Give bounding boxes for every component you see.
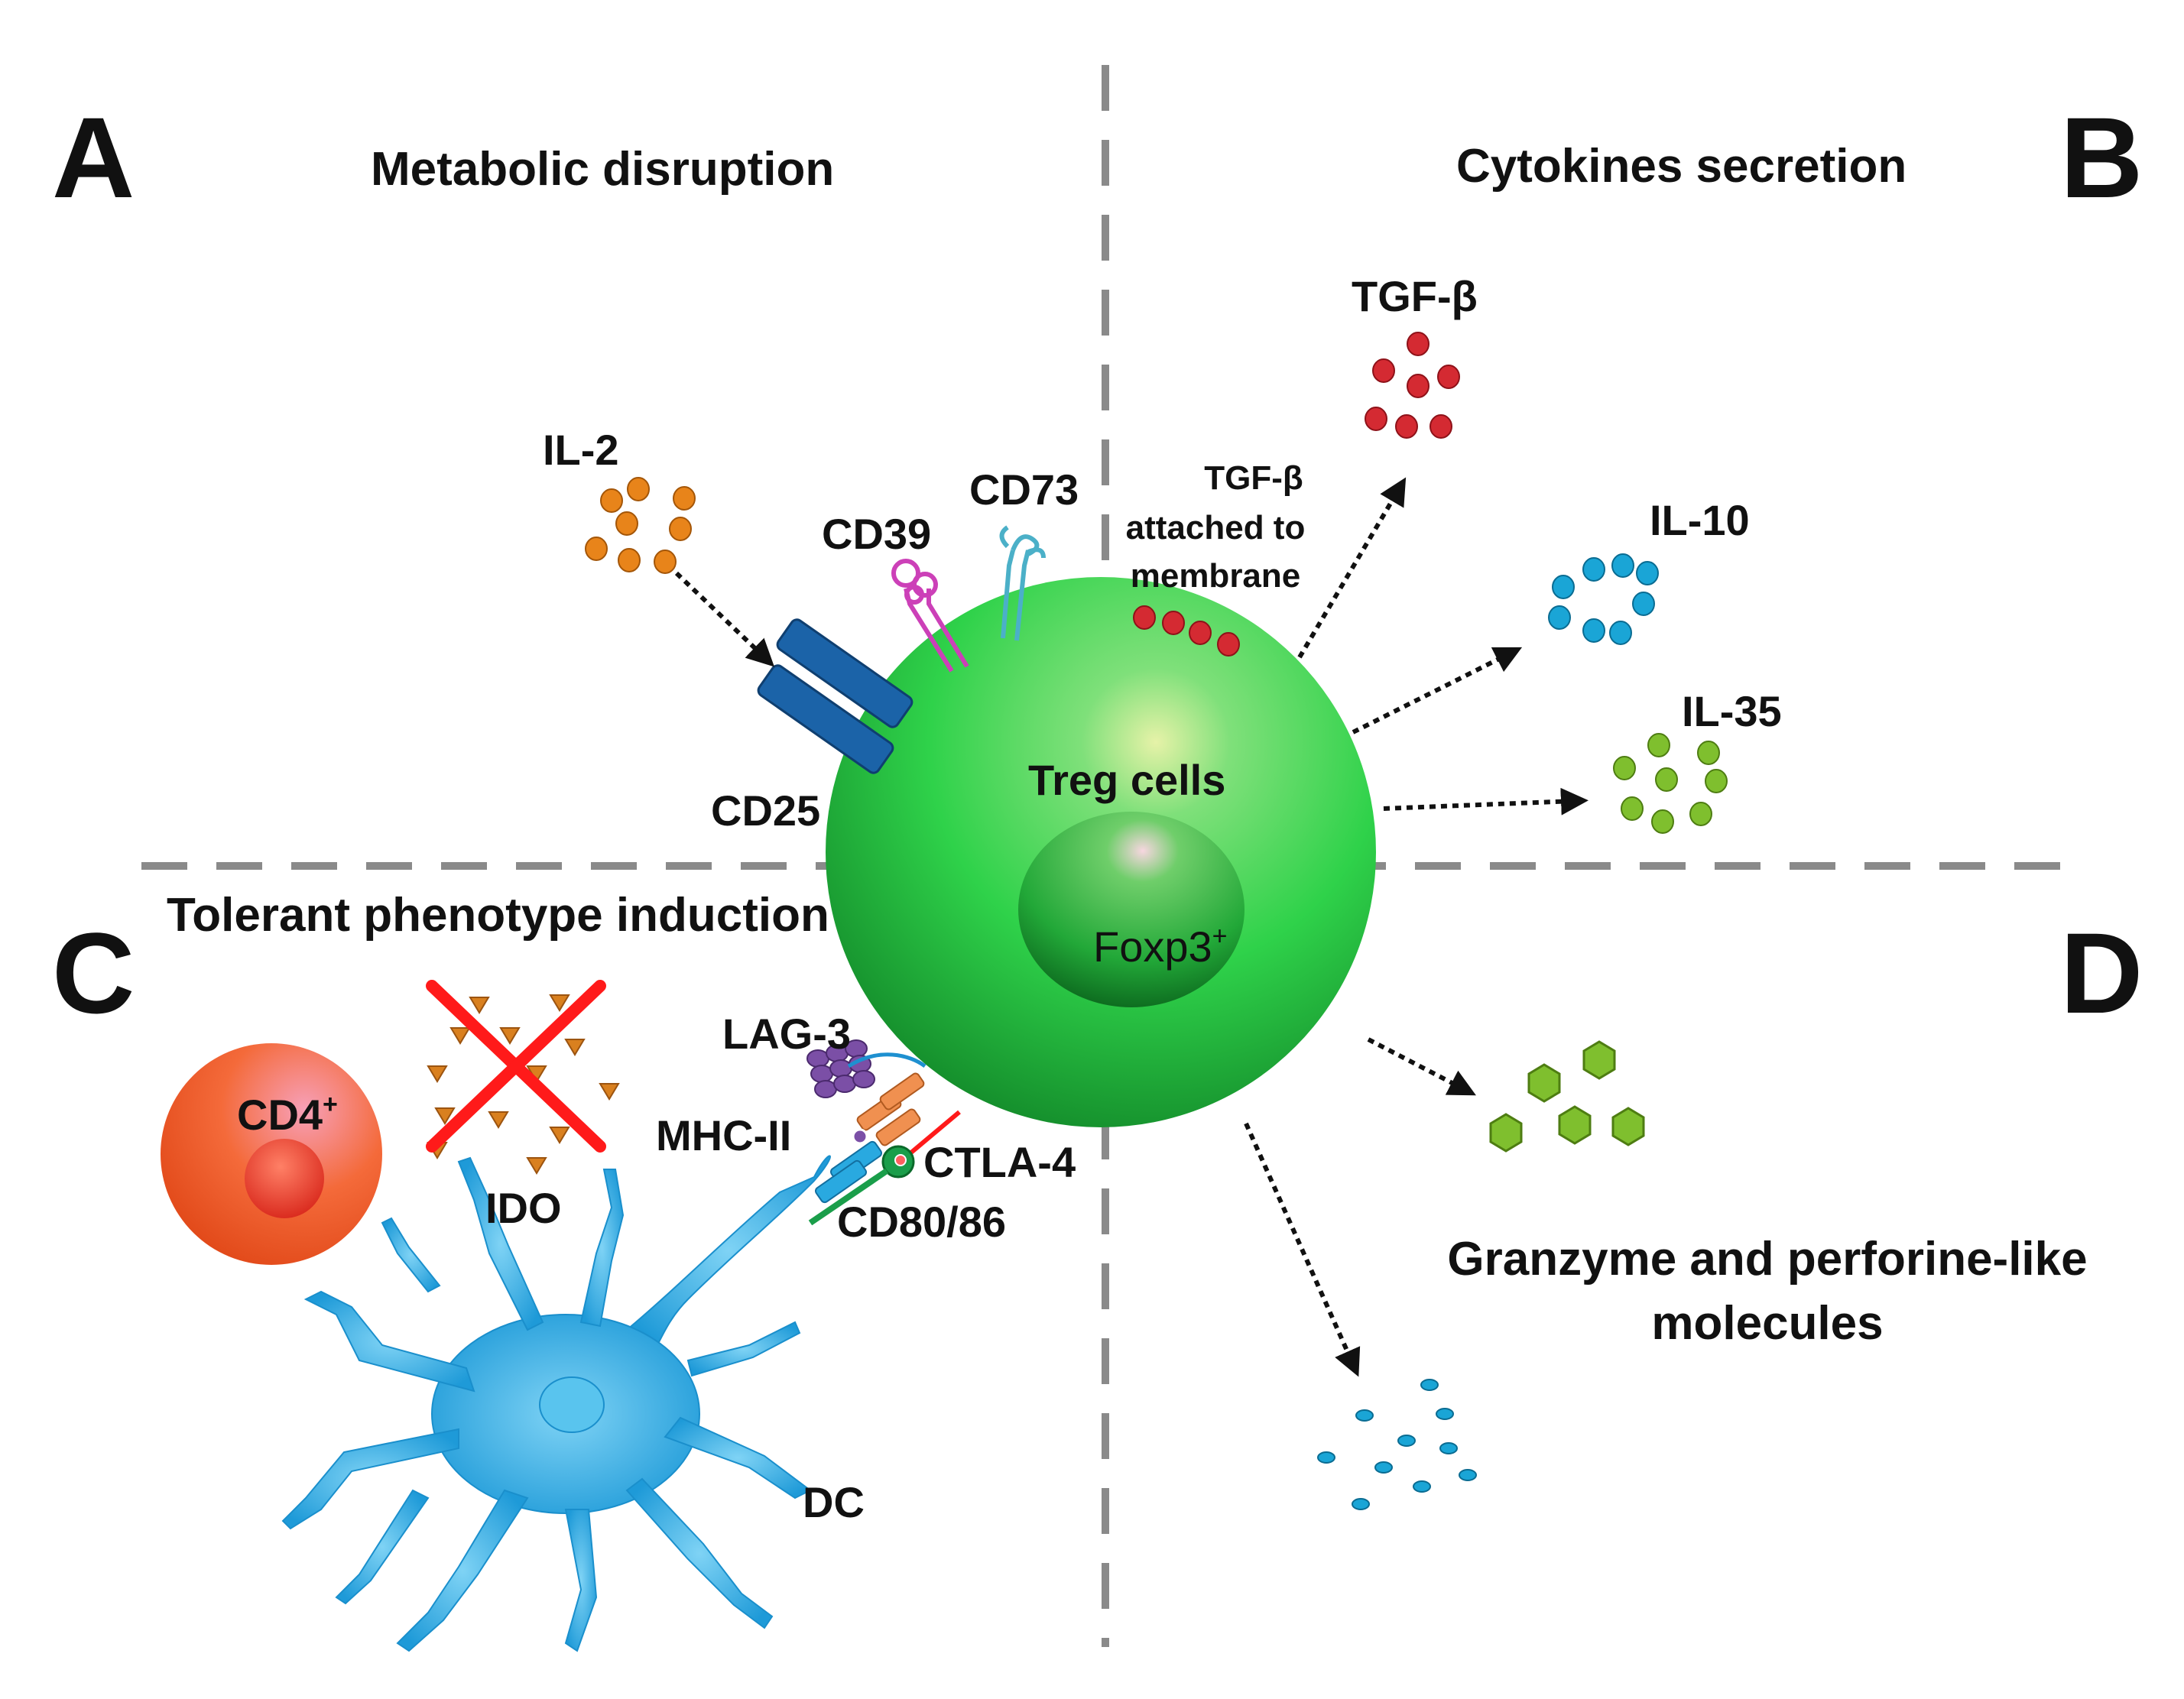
il2-label: IL-2 bbox=[543, 426, 619, 474]
il2-arrow bbox=[674, 571, 775, 667]
tgfb-membrane-label-line3: membrane bbox=[1131, 557, 1301, 595]
dendritic-cell bbox=[281, 1155, 831, 1652]
cd4-cell: CD4+ bbox=[161, 1043, 382, 1265]
cd8086-label: CD80/86 bbox=[837, 1198, 1006, 1246]
il35-arrow bbox=[1383, 787, 1589, 815]
mhc2-peptide bbox=[852, 1128, 868, 1145]
il10-molecules bbox=[1548, 553, 1659, 645]
panel-letter-d: D bbox=[2060, 909, 2143, 1037]
secretion-arrows bbox=[674, 477, 1589, 1377]
panel-letter-b: B bbox=[2060, 93, 2143, 222]
panel-d-title-line1: Granzyme and perforine-like bbox=[1447, 1233, 2087, 1286]
cd4-label: CD4+ bbox=[237, 1090, 338, 1139]
ctla4-stem bbox=[901, 1110, 961, 1162]
cd39-receptor bbox=[891, 559, 969, 673]
dc-label: DC bbox=[803, 1478, 865, 1526]
il2-molecules bbox=[585, 477, 696, 574]
synapse-receptors bbox=[806, 1039, 961, 1226]
cd8086-stem bbox=[808, 1168, 889, 1226]
mhc2-label: MHC-II bbox=[656, 1111, 791, 1159]
panel-c-title: Tolerant phenotype induction bbox=[167, 889, 829, 942]
cd73-label: CD73 bbox=[969, 465, 1079, 514]
panel-a-title: Metabolic disruption bbox=[371, 143, 834, 196]
tgfb-arrow bbox=[1297, 477, 1407, 659]
ido-molecules bbox=[427, 994, 620, 1175]
tgfb-label: TGF-β bbox=[1352, 272, 1478, 320]
tgfb-membrane-label-line2: attached to bbox=[1126, 509, 1306, 546]
tgfb-molecules bbox=[1365, 332, 1460, 439]
panel-letter-a: A bbox=[52, 93, 135, 222]
lag3-receptor bbox=[806, 1039, 875, 1098]
perforine-molecules bbox=[1317, 1379, 1477, 1510]
perforine-arrow bbox=[1244, 1122, 1361, 1377]
granzyme-molecules bbox=[1489, 1040, 1645, 1153]
panel-d-title-line2: molecules bbox=[1651, 1297, 1883, 1350]
inhibition-cross-icon bbox=[426, 980, 606, 1153]
lag3-link bbox=[847, 1052, 926, 1068]
il10-arrow bbox=[1352, 647, 1523, 734]
panel-letter-c: C bbox=[52, 909, 135, 1037]
cd39-label: CD39 bbox=[822, 510, 931, 558]
cd73-receptor bbox=[999, 525, 1046, 641]
il35-label: IL-35 bbox=[1682, 687, 1782, 735]
mhc2-receptor bbox=[814, 1140, 883, 1204]
tgfb-membrane-label-line1: TGF-β bbox=[1204, 459, 1303, 497]
cd25-label: CD25 bbox=[711, 786, 820, 835]
il10-label: IL-10 bbox=[1650, 496, 1750, 544]
lag3-label: LAG-3 bbox=[722, 1010, 851, 1058]
ctla4-label: CTLA-4 bbox=[923, 1138, 1076, 1186]
treg-cell: Treg cells Foxp3+ bbox=[826, 577, 1376, 1127]
membrane-tgfb bbox=[1133, 605, 1240, 657]
foxp3-label: Foxp3+ bbox=[1093, 922, 1228, 971]
treg-label: Treg cells bbox=[1028, 756, 1225, 804]
il35-molecules bbox=[1613, 733, 1728, 834]
ctla4-core bbox=[894, 1154, 907, 1166]
granzyme-arrow bbox=[1367, 1037, 1476, 1096]
tcr-complex bbox=[856, 1072, 925, 1146]
panel-b-title: Cytokines secretion bbox=[1456, 140, 1907, 193]
ido-label: IDO bbox=[485, 1184, 562, 1232]
cd25-receptor bbox=[757, 618, 914, 774]
